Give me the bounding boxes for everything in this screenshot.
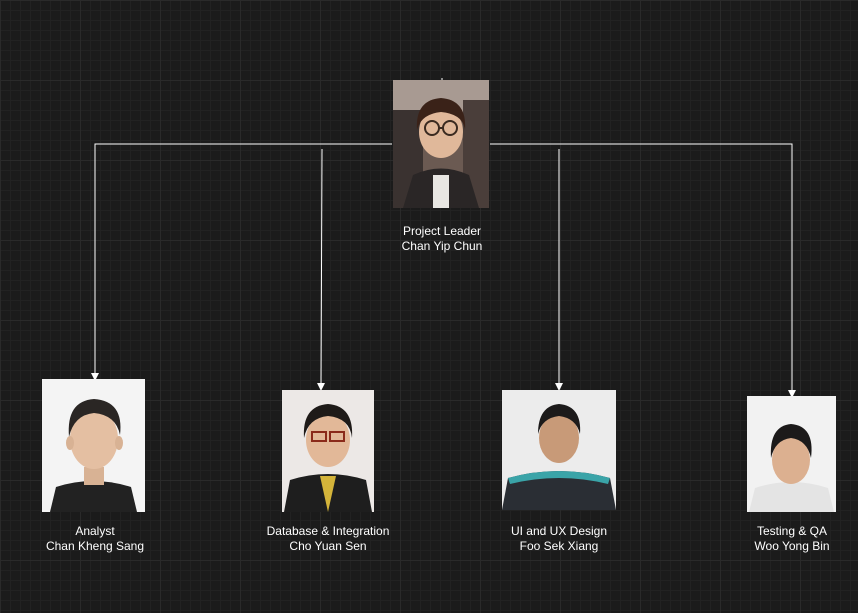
connector-database xyxy=(317,148,326,391)
leader-role: Project Leader xyxy=(402,224,482,238)
connector-testing xyxy=(490,143,796,398)
analyst-caption: Analyst Chan Kheng Sang xyxy=(46,524,144,554)
uiux-caption: UI and UX Design Foo Sek Xiang xyxy=(511,524,607,554)
database-photo xyxy=(282,390,374,512)
testing-caption: Testing & QA Woo Yong Bin xyxy=(754,524,829,554)
leader-caption: Project Leader Chan Yip Chun xyxy=(402,224,483,254)
analyst-photo xyxy=(42,379,145,512)
testing-photo xyxy=(747,396,836,512)
uiux-photo xyxy=(502,390,616,510)
leader-photo xyxy=(393,80,489,208)
analyst-role: Analyst xyxy=(75,524,115,538)
testing-name: Woo Yong Bin xyxy=(754,539,830,553)
uiux-name: Foo Sek Xiang xyxy=(519,539,599,553)
testing-role: Testing & QA xyxy=(756,524,828,538)
database-role: Database & Integration xyxy=(266,524,390,538)
database-caption: Database & Integration Cho Yuan Sen xyxy=(267,524,390,554)
database-name: Cho Yuan Sen xyxy=(289,539,367,553)
leader-name: Chan Yip Chun xyxy=(401,239,483,253)
analyst-name: Chan Kheng Sang xyxy=(45,539,145,553)
connector-analyst xyxy=(91,143,392,381)
uiux-role: UI and UX Design xyxy=(510,524,608,538)
